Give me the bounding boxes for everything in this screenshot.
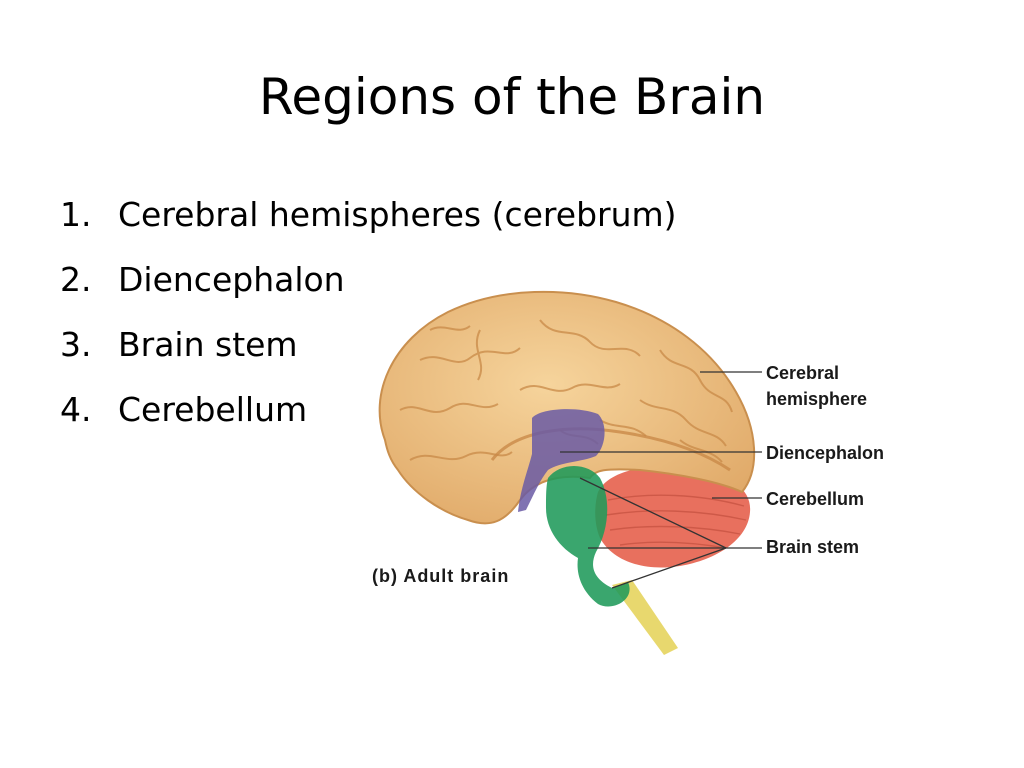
label-cerebral-line1: Cerebral (766, 363, 839, 383)
region-list: 1. Cerebral hemispheres (cerebrum) 2. Dien… (60, 186, 677, 446)
cerebral-gyri (399, 319, 733, 463)
label-diencephalon: Diencephalon (766, 443, 884, 463)
list-item: 3. Brain stem (60, 316, 677, 381)
list-number: 3. (60, 325, 92, 364)
cerebellum (595, 466, 751, 568)
diencephalon (518, 409, 605, 512)
figure-caption: (b) Adult brain (372, 566, 509, 586)
list-item: 1. Cerebral hemispheres (cerebrum) (60, 186, 677, 251)
list-label: Brain stem (118, 325, 298, 364)
label-cerebral-line2: hemisphere (766, 389, 867, 409)
list-number: 4. (60, 390, 92, 429)
list-number: 1. (60, 195, 92, 234)
spinal-cord (612, 580, 678, 655)
label-cerebellum: Cerebellum (766, 489, 864, 509)
list-item: 2. Diencephalon (60, 251, 677, 316)
list-item: 4. Cerebellum (60, 381, 677, 446)
list-label: Cerebellum (118, 390, 308, 429)
list-label: Cerebral hemispheres (cerebrum) (118, 195, 677, 234)
list-label: Diencephalon (118, 260, 345, 299)
slide-title: Regions of the Brain (258, 68, 766, 126)
cerebellum-folds (605, 494, 747, 549)
label-brain-stem: Brain stem (766, 537, 859, 557)
temporal-lobe (490, 427, 731, 472)
leader-lines (560, 371, 762, 589)
list-number: 2. (60, 260, 92, 299)
brain-stem (546, 466, 630, 607)
